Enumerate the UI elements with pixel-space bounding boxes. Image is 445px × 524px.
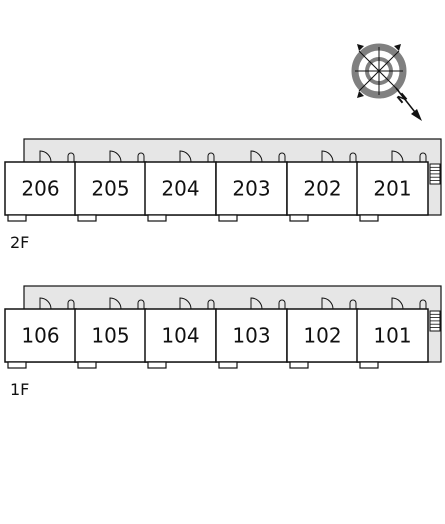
meter-box-symbol	[278, 152, 286, 162]
floor-label: 1F	[10, 380, 29, 399]
meter-box-symbol	[419, 152, 427, 162]
room-number: 104	[161, 324, 199, 348]
floor-label: 2F	[10, 233, 29, 252]
meter-box-symbol	[349, 152, 357, 162]
compass-arrowhead	[357, 44, 364, 51]
door-symbol	[391, 150, 404, 163]
compass-arrowhead	[394, 44, 401, 51]
room-unit: 101	[356, 297, 429, 369]
floor-2f: 206 205 204 203 202 201 2F	[4, 138, 442, 252]
compass-arrowhead	[357, 91, 364, 98]
door-symbol	[109, 297, 122, 310]
door-symbol	[321, 150, 334, 163]
room-number: 202	[303, 177, 341, 201]
room-unit: 106	[4, 297, 77, 369]
meter-box-symbol	[207, 152, 215, 162]
floor-1f: 106 105 104 103 102 101 1F	[4, 285, 442, 399]
room-unit: 103	[215, 297, 288, 369]
balcony-marker	[218, 214, 238, 222]
balcony-marker	[7, 214, 27, 222]
meter-box-symbol	[207, 299, 215, 309]
room-number: 103	[232, 324, 270, 348]
meter-box-symbol	[278, 299, 286, 309]
meter-box-symbol	[67, 152, 75, 162]
room-box	[144, 308, 217, 363]
room-unit: 104	[144, 297, 217, 369]
meter-box-symbol	[137, 152, 145, 162]
balcony-marker	[77, 361, 97, 369]
staircase-icon	[429, 310, 441, 332]
room-number: 106	[21, 324, 59, 348]
room-number: 203	[232, 177, 270, 201]
room-box	[215, 161, 288, 216]
door-symbol	[39, 297, 52, 310]
compass-rose-icon: N	[351, 43, 422, 121]
room-box	[144, 161, 217, 216]
meter-box-symbol	[419, 299, 427, 309]
room-number: 205	[91, 177, 129, 201]
meter-box-symbol	[137, 299, 145, 309]
room-unit: 105	[74, 297, 147, 369]
balcony-marker	[7, 361, 27, 369]
room-unit: 205	[74, 150, 147, 222]
door-symbol	[250, 297, 263, 310]
room-unit: 204	[144, 150, 217, 222]
room-unit: 102	[286, 297, 359, 369]
door-symbol	[179, 150, 192, 163]
room-unit: 206	[4, 150, 77, 222]
door-symbol	[109, 150, 122, 163]
room-unit: 203	[215, 150, 288, 222]
room-number: 206	[21, 177, 59, 201]
north-arrow-head	[411, 109, 422, 121]
room-box	[286, 308, 359, 363]
balcony-marker	[359, 214, 379, 222]
balcony-marker	[77, 214, 97, 222]
room-number: 102	[303, 324, 341, 348]
compass-line	[358, 50, 400, 92]
door-symbol	[39, 150, 52, 163]
floors: 206 205 204 203 202 201 2F 106 105 104 103 102 101 1F	[4, 138, 442, 399]
staircase-icon	[429, 163, 441, 185]
door-symbol	[250, 150, 263, 163]
balcony-marker	[147, 214, 167, 222]
door-symbol	[321, 297, 334, 310]
balcony-marker	[147, 361, 167, 369]
room-box	[356, 308, 429, 363]
room-number: 105	[91, 324, 129, 348]
door-symbol	[179, 297, 192, 310]
room-box	[356, 161, 429, 216]
room-box	[4, 308, 77, 363]
meter-box-symbol	[349, 299, 357, 309]
balcony-marker	[359, 361, 379, 369]
door-symbol	[391, 297, 404, 310]
room-unit: 201	[356, 150, 429, 222]
balcony-marker	[289, 361, 309, 369]
meter-box-symbol	[67, 299, 75, 309]
room-number: 204	[161, 177, 199, 201]
room-number: 201	[373, 177, 411, 201]
balcony-marker	[289, 214, 309, 222]
balcony-marker	[218, 361, 238, 369]
room-unit: 202	[286, 150, 359, 222]
room-number: 101	[373, 324, 411, 348]
